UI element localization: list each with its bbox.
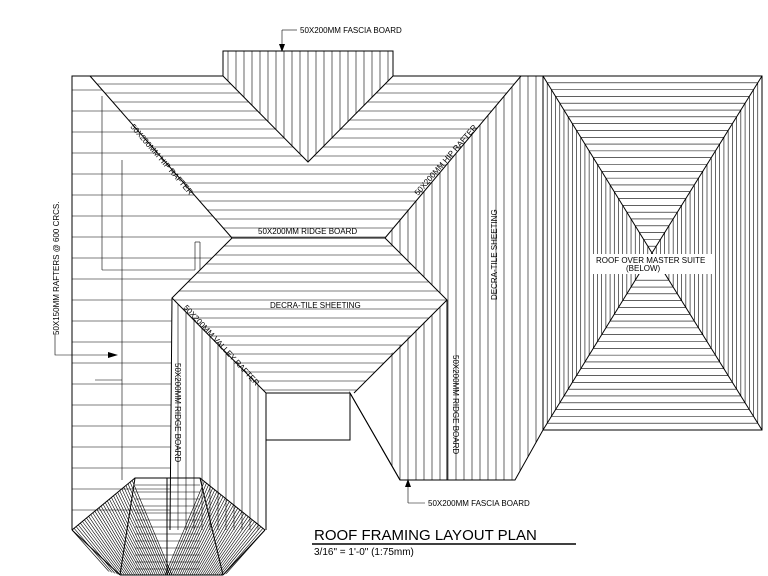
label-ridge-top: 50X200MM RIDGE BOARD — [258, 227, 357, 236]
roof-outlines — [71, 50, 544, 531]
plan-title: ROOF FRAMING LAYOUT PLAN — [314, 527, 537, 544]
label-ridge-left: 50X200MM RIDGE BOARD — [173, 363, 182, 462]
roof-plane-valley — [177, 298, 266, 530]
roof-master-suite — [542, 75, 763, 431]
title-block: ROOF FRAMING LAYOUT PLAN 3/16" = 1'-0" (… — [312, 527, 576, 558]
label-decra-right: DECRA-TILE SHEETING — [490, 209, 499, 300]
label-fascia-top: 50X200MM FASCIA BOARD — [300, 26, 402, 35]
label-ridge-right: 50X200MM RIDGE BOARD — [451, 355, 460, 454]
roof-plane-top-gable — [227, 51, 389, 162]
plan-scale: 3/16" = 1'-0" (1:75mm) — [314, 547, 414, 558]
label-hip-rafter-left: 50X200MM HIP RAFTER — [128, 122, 194, 196]
label-fascia-bottom: 50X200MM FASCIA BOARD — [428, 499, 530, 508]
leaders — [54, 29, 425, 504]
roof-turret-octagon — [71, 477, 266, 576]
label-decra-center: DECRA-TILE SHEETING — [270, 301, 361, 310]
label-rafters: 50X150MM RAFTERS @ 600 CRCS. — [52, 202, 61, 336]
label-valley-rafter: 50X200MM VALLEY RAFTER — [182, 303, 262, 387]
label-master-suite: ROOF OVER MASTER SUITE — [596, 256, 705, 265]
roof-plane-upper — [90, 83, 521, 238]
label-master-suite-below: (BELOW) — [626, 264, 661, 273]
label-hip-rafter-right: 50X200MM HIP RAFTER — [413, 123, 479, 197]
